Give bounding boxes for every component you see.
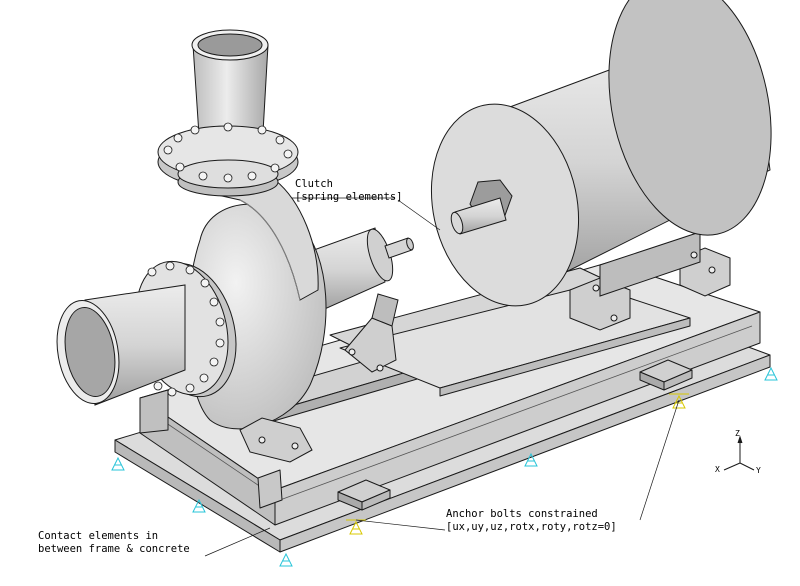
anchor-label-title: Anchor bolts constrained — [446, 508, 598, 520]
electric-motor — [430, 0, 772, 331]
clutch-label-detail: [spring elements] — [295, 191, 403, 203]
triad-x-label: X — [715, 465, 720, 474]
contact-leader — [204, 527, 271, 557]
anchor-leader-left — [355, 519, 446, 531]
anchor-label-detail: [ux,uy,uz,rotx,roty,rotz=0] — [446, 521, 617, 533]
clutch-leader — [397, 199, 441, 231]
leader-lines — [204, 197, 680, 557]
clutch-label-title: Clutch — [295, 178, 333, 190]
anchor-leader-right — [639, 399, 680, 521]
triad-y-label: Y — [756, 466, 761, 475]
contact-label-detail: between frame & concrete — [38, 543, 190, 555]
coordinate-triad-icon — [723, 435, 755, 471]
contact-label-title: Contact elements in — [38, 530, 159, 542]
triad-z-label: Z — [735, 429, 740, 438]
discharge-flange-bolts — [163, 122, 293, 183]
suction-flange-bolts — [147, 261, 225, 397]
